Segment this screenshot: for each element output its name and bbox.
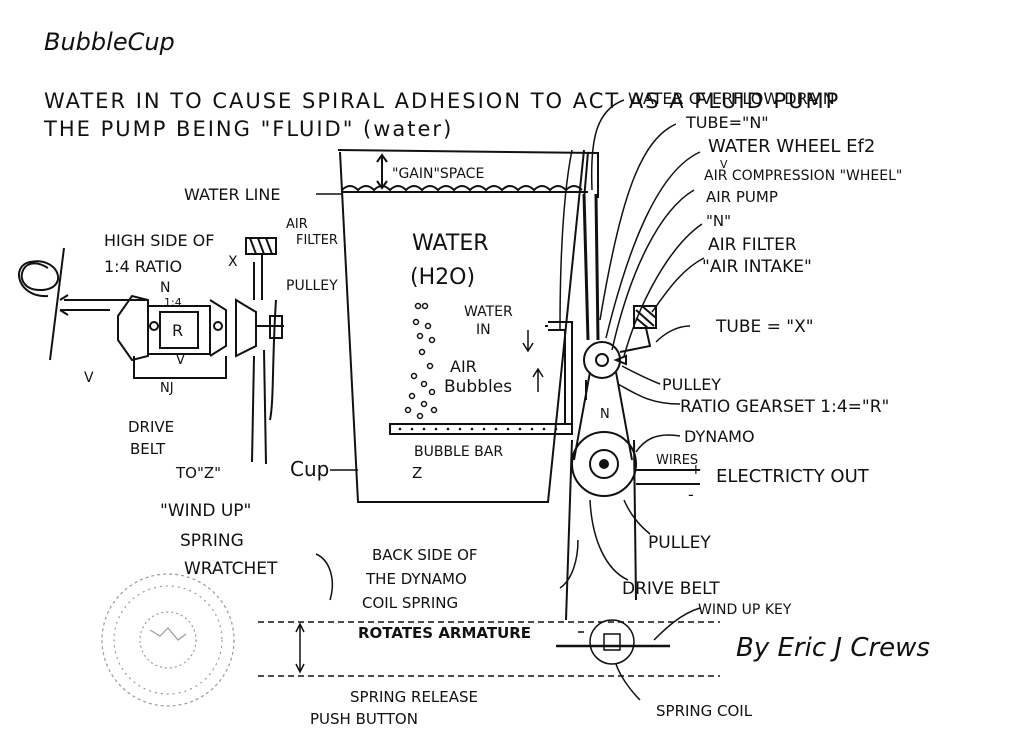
bubble-bar-label: BUBBLE BAR: [414, 444, 503, 460]
left-n-mark: N: [160, 280, 170, 296]
r-box-label: R: [172, 321, 183, 340]
subtitle-line-2: THE PUMP BEING "FLUID" (water): [43, 117, 453, 141]
to-z-label: TO"Z": [175, 464, 221, 482]
push-button-label: PUSH BUTTON: [310, 710, 418, 728]
tube-x-label: TUBE = "X": [715, 317, 814, 337]
high-side-label-2: 1:4 RATIO: [104, 257, 182, 276]
back-side-label-1: BACK SIDE OF: [372, 546, 478, 564]
left-pulley-label: PULLEY: [286, 278, 338, 294]
wind-up-leader: [315, 553, 334, 601]
water-in-label-2: IN: [476, 322, 491, 338]
left-v-inner: V: [176, 353, 185, 368]
overflow-drain-tube: [582, 193, 600, 341]
tube-n-label: TUBE="N": [685, 113, 769, 132]
left-drive-belt: [251, 349, 267, 465]
air-bubbles: [404, 302, 438, 420]
drive-belt-label-1: DRIVE: [128, 418, 174, 436]
air-pump-label: AIR PUMP: [706, 188, 778, 206]
left-mechanism: [18, 237, 284, 465]
water-in-arrow: [522, 330, 534, 353]
bubble-bar-dots: [398, 427, 558, 431]
spring-coil: [589, 619, 635, 665]
ratio-gearset-label: RATIO GEARSET 1:4="R": [680, 397, 889, 417]
plus-label: +: [690, 462, 702, 478]
z-label: Z: [412, 464, 422, 482]
dynamo-wires: [636, 469, 700, 485]
air-compression-label: AIR COMPRESSION "WHEEL": [704, 168, 902, 184]
drive-belt-label-2: BELT: [130, 440, 166, 458]
right-leader-lines: [559, 99, 705, 641]
ratio-box-r: [159, 311, 199, 349]
air-intake-label: "AIR INTAKE": [702, 257, 812, 277]
water-in-pipe: [548, 321, 573, 430]
bottom-pulley-label: PULLEY: [648, 533, 711, 553]
wind-up-label-1: "WIND UP": [160, 501, 251, 521]
spiral-scribble: [18, 260, 60, 298]
spring-release-label: SPRING RELEASE: [350, 688, 478, 706]
right-n-small: N: [600, 407, 610, 422]
wind-up-key-label: WIND UP KEY: [698, 602, 792, 618]
rotates-armature-label: ROTATES ARMATURE: [358, 624, 531, 642]
water-label: WATER: [412, 231, 489, 256]
dynamo-label: DYNAMO: [684, 427, 755, 446]
back-side-label-3: COIL SPRING: [362, 594, 458, 612]
water-line-label: WATER LINE: [184, 185, 280, 204]
overflow-drain-label: WATER OVERFLOW DRAIN: [628, 89, 835, 108]
wires-label: WIRES: [656, 453, 698, 468]
title: BubbleCup: [44, 28, 175, 56]
left-ratio-label: 1:4: [164, 296, 182, 309]
subtitle-line-1: WATER IN TO CAUSE SPIRAL ADHESION TO ACT…: [44, 89, 840, 113]
bubbles-label: Bubbles: [444, 377, 512, 397]
cup-drawing: [337, 149, 600, 503]
right-n-mark: "N": [706, 212, 731, 230]
wind-up-label-3: WRATCHET: [184, 559, 278, 579]
signature: By Eric J Crews: [736, 633, 930, 663]
spring-coil-label: SPRING COIL: [656, 702, 753, 720]
air-filter-label: AIR FILTER: [708, 235, 797, 255]
high-side-label-1: HIGH SIDE OF: [104, 231, 214, 250]
bubbles-up-arrow: [532, 367, 544, 392]
back-side-label-2: THE DYNAMO: [365, 570, 467, 588]
cup-rim: [337, 149, 599, 154]
air-label: AIR: [450, 357, 477, 376]
bottom-mechanism: [258, 619, 720, 677]
water-surface-wave: [341, 185, 583, 192]
notary-seal: [101, 573, 235, 707]
gain-space-label: "GAIN"SPACE: [392, 166, 484, 182]
left-air-label: AIR: [286, 217, 308, 232]
cup-outline: [339, 149, 585, 503]
left-filter-label: FILTER: [296, 233, 338, 248]
water-wheel-label: WATER WHEEL Ef2: [708, 136, 875, 157]
right-drive-belt-label: DRIVE BELT: [622, 579, 720, 599]
water-in-label-1: WATER: [464, 304, 513, 320]
electricity-out-label: ELECTRICTY OUT: [716, 466, 870, 487]
left-n-lower: NJ: [160, 381, 174, 396]
wind-up-label-2: SPRING: [180, 531, 244, 551]
x-mark: X: [228, 254, 238, 270]
v-mark: V: [720, 158, 728, 171]
left-v-outer: V: [84, 370, 94, 386]
water-wheel: [583, 341, 621, 379]
right-pulley-label: PULLEY: [662, 375, 721, 394]
minus-label: -: [688, 485, 694, 504]
cup-label: Cup: [290, 457, 329, 481]
h2o-label: (H2O): [410, 265, 475, 290]
